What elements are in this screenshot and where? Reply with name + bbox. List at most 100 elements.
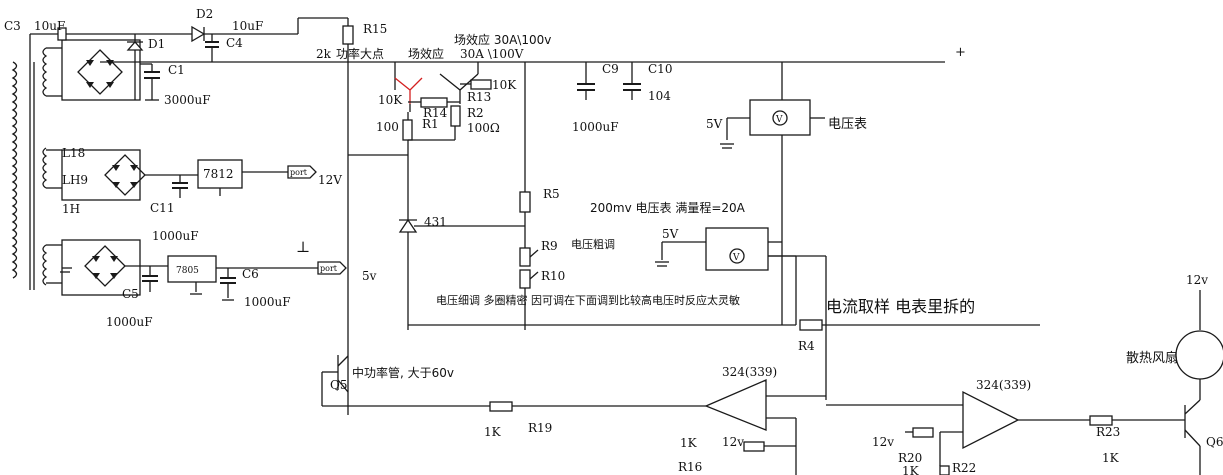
label-r20: R20 — [898, 451, 922, 465]
capacitor-c6 — [220, 268, 236, 301]
label-r16-12v: 12v — [722, 435, 744, 449]
resistor-r15 — [342, 25, 354, 45]
regulator-7812 — [197, 159, 243, 189]
label-c6-value: 1000uF — [244, 295, 291, 309]
resistor-r1 — [402, 119, 413, 141]
capacitor-c1 — [144, 64, 160, 101]
label-7805: 7805 — [176, 266, 199, 276]
label-d2: D2 — [196, 7, 213, 21]
label-12v: 12V — [318, 173, 342, 187]
label-r2-value: 100Ω — [467, 121, 500, 135]
label-r20-value: 1K — [902, 464, 920, 475]
label-lh9: LH9 — [62, 173, 88, 187]
resistor-r13 — [470, 79, 492, 90]
label-r15-value: 2k — [316, 47, 332, 61]
label-r14: R14 — [423, 106, 448, 120]
transistor-q5 — [321, 355, 490, 407]
label-c5-value: 1000uF — [106, 315, 153, 329]
label-r23-value: 1K — [1102, 451, 1120, 465]
label-c3-value: 10uF — [34, 19, 65, 33]
label-c11: C11 — [150, 201, 174, 215]
potentiometer-r10 — [519, 269, 531, 289]
potentiometer-r22 — [939, 465, 950, 475]
label-q5: Q5 — [330, 378, 347, 392]
label-c9: C9 — [602, 62, 619, 76]
label-5v-ammeter: 5V — [662, 227, 679, 241]
bridge-rectifier-1 — [61, 39, 141, 101]
label-5v-meter: 5V — [706, 117, 723, 131]
label-fet-spec-2: 30A \100V — [460, 47, 524, 61]
potentiometer-r9 — [519, 247, 531, 267]
label-7812: 7812 — [203, 167, 234, 181]
label-r15: R15 — [363, 22, 387, 36]
transformer — [11, 47, 48, 290]
capacitor-c5 — [142, 266, 158, 292]
label-c9-value: 1000uF — [572, 120, 619, 134]
label-c1-value: 3000uF — [164, 93, 211, 107]
regulator-7805 — [167, 255, 217, 283]
label-r23: R23 — [1096, 425, 1120, 439]
resistor-r2 — [450, 105, 461, 127]
label-d1: D1 — [148, 37, 165, 51]
resistor-r19 — [489, 401, 513, 412]
op-amp-1 — [704, 379, 767, 431]
fan-motor — [1175, 330, 1223, 380]
label-coarse-adjust: 电压粗调 — [571, 238, 615, 251]
label-c3: C3 — [4, 19, 21, 33]
label-r2: R2 — [467, 106, 484, 120]
resistor-r16 — [743, 441, 765, 452]
label-c5: C5 — [122, 287, 139, 301]
label-r13: R13 — [467, 90, 491, 104]
ammeter-symbol: V — [732, 253, 740, 263]
port-12v — [287, 165, 317, 179]
label-port-5v: port — [320, 264, 338, 273]
bridge-rectifier-2 — [61, 149, 146, 201]
diode-d2 — [160, 25, 298, 43]
label-q6: Q6 — [1206, 435, 1223, 449]
label-c10: C10 — [648, 62, 672, 76]
label-r5: R5 — [543, 187, 560, 201]
label-r20-12v: 12v — [872, 435, 894, 449]
resistor-r4-shunt — [799, 319, 823, 331]
label-tl431: 431 — [424, 215, 447, 229]
label-r16-value: 1K — [680, 436, 698, 450]
label-c6: C6 — [242, 267, 259, 281]
label-fine-adjust-note: 电压细调 多圈精密 因可调在下面调到比较高电压时反应太灵敏 — [436, 293, 740, 307]
port-5v — [317, 261, 347, 275]
diode-d1 — [126, 34, 144, 100]
label-power-note: 功率大点 — [336, 46, 384, 61]
label-plus: + — [955, 45, 966, 60]
label-c11-value: 1000uF — [152, 229, 199, 243]
label-voltmeter: 电压表 — [828, 117, 867, 132]
label-fan-12v: 12v — [1186, 273, 1208, 287]
label-r16: R16 — [678, 460, 702, 474]
capacitor-c9 — [577, 62, 595, 100]
label-fet: 场效应 — [408, 46, 444, 61]
label-c1: C1 — [168, 63, 185, 77]
label-current-sample: 电流取样 电表里拆的 — [826, 297, 975, 316]
tl431-reference — [398, 218, 525, 233]
capacitor-c10 — [623, 62, 641, 100]
resistor-r23 — [1089, 415, 1113, 426]
label-c4-value: 10uF — [232, 19, 263, 33]
label-opamp-2: 324(339) — [976, 378, 1031, 392]
label-l18: L18 — [62, 146, 85, 160]
capacitor-c4 — [205, 34, 219, 62]
resistor-r5 — [519, 191, 531, 213]
label-ground-mark: ⊥ — [296, 238, 310, 256]
label-r10: R10 — [541, 269, 565, 283]
label-q5-note: 中功率管, 大于60v — [352, 365, 454, 380]
label-opamp-1: 324(339) — [722, 365, 777, 379]
label-c10-value: 104 — [648, 89, 671, 103]
label-1h: 1H — [62, 202, 80, 216]
label-r1-value: 100 — [376, 120, 399, 134]
transistor-q6 — [1184, 399, 1201, 475]
voltmeter-symbol: V — [775, 115, 783, 125]
label-c4: C4 — [226, 36, 243, 50]
label-r1: R1 — [422, 117, 439, 131]
label-r14-value: 10K — [378, 93, 403, 107]
label-port-12v: port — [290, 168, 308, 177]
label-fet-spec: 场效应 30A\100v — [454, 32, 551, 47]
